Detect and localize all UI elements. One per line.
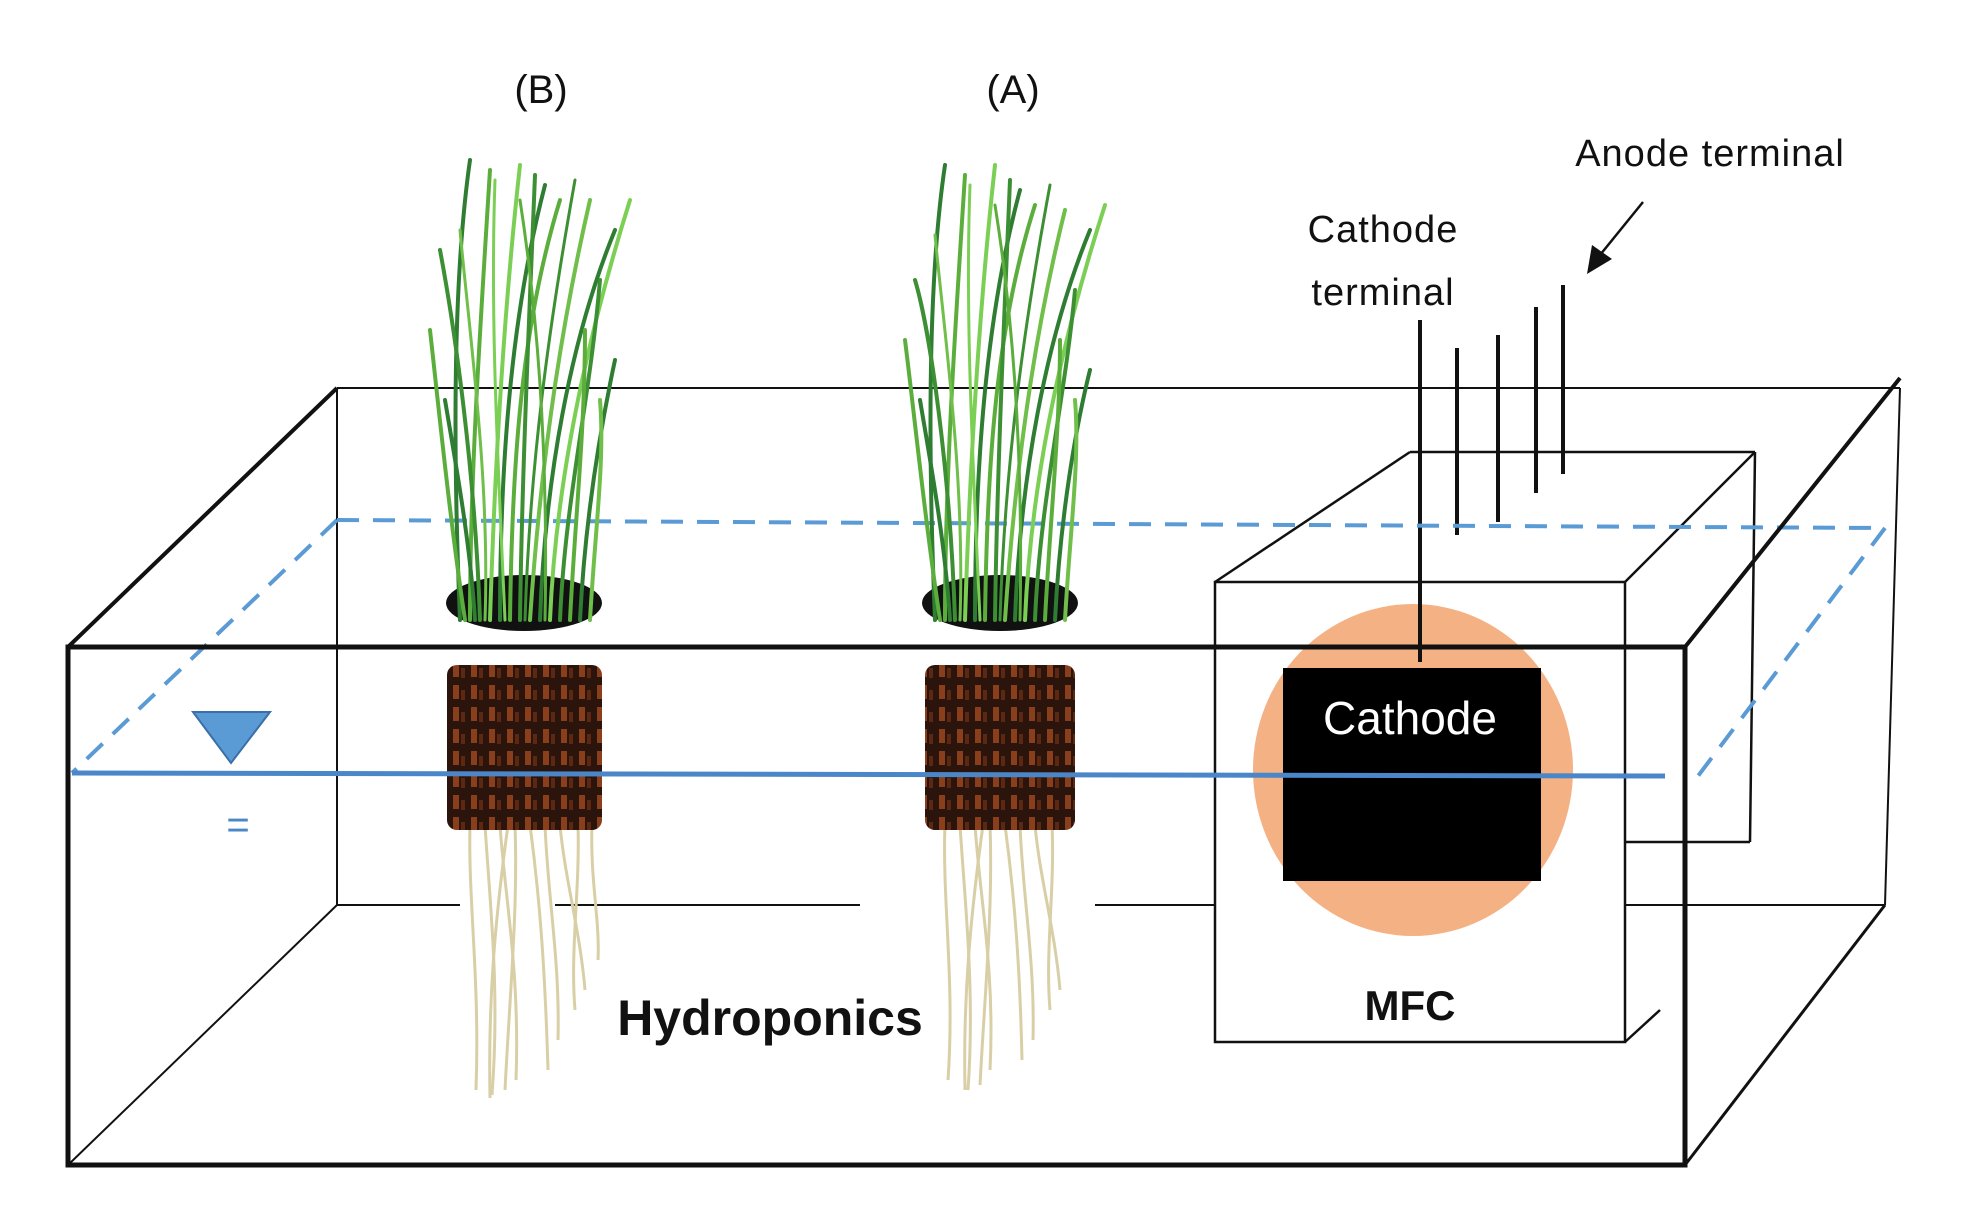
plant-b — [428, 158, 632, 1099]
water-level-mark: = — [226, 803, 249, 847]
cathode-terminal-label-line2: terminal — [1311, 272, 1454, 314]
terminal-rods — [1418, 285, 1565, 662]
tank-front-frame — [65, 376, 1902, 1168]
plant-a-label: (A) — [986, 68, 1039, 112]
cathode-terminal-label-line1: Cathode — [1308, 209, 1459, 251]
water-level-line — [71, 770, 1666, 779]
mfc-label: MFC — [1365, 982, 1456, 1029]
plant-b-leaves — [428, 158, 632, 622]
plant-a-roots — [943, 824, 1062, 1091]
plant-a-leaves — [903, 163, 1107, 622]
anode-terminal-label: Anode terminal — [1575, 133, 1845, 175]
plant-b-roots — [468, 824, 600, 1099]
plant-b-label: (B) — [514, 68, 567, 112]
plant-b-root-cup — [447, 665, 602, 830]
plant-a — [903, 163, 1107, 1091]
cathode-label: Cathode — [1323, 692, 1497, 744]
hydroponics-label: Hydroponics — [617, 990, 923, 1046]
water-level-marker — [191, 711, 273, 765]
anode-arrow — [1587, 201, 1644, 274]
plant-a-root-cup — [925, 665, 1075, 830]
